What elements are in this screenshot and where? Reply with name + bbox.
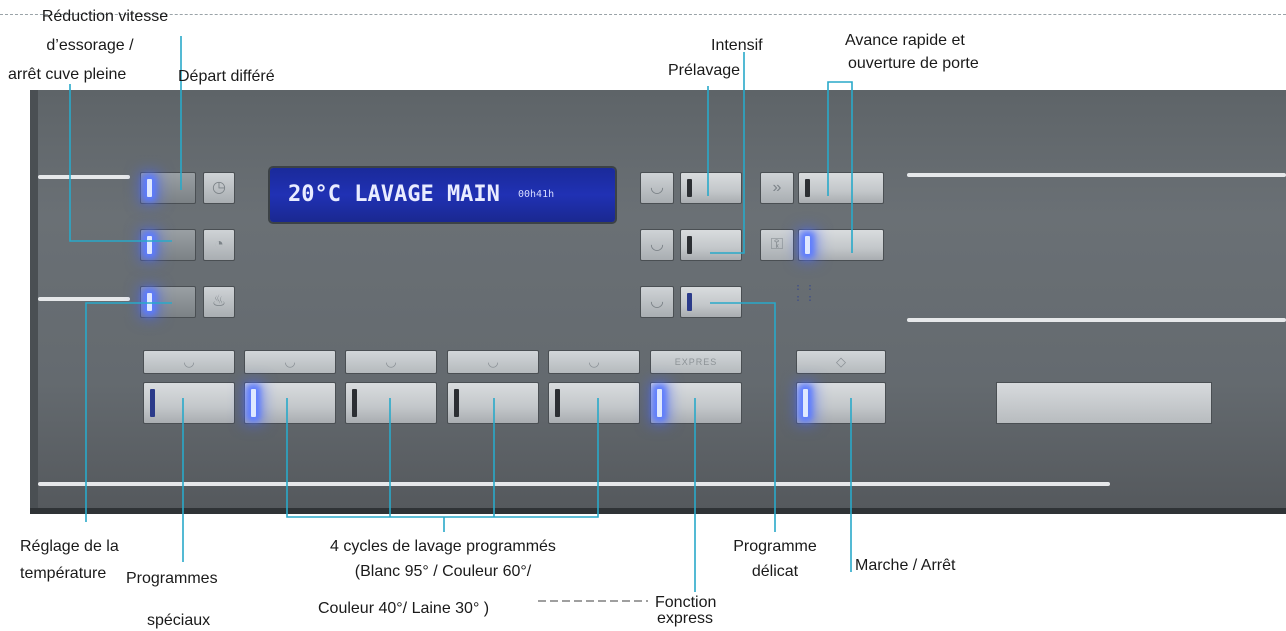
cycle-couleur-60-button[interactable] bbox=[345, 382, 437, 424]
rail-bottom bbox=[38, 482, 1110, 486]
label-cycles-line3: Couleur 40°/ Laine 30° ) bbox=[318, 600, 490, 617]
intensive-button[interactable] bbox=[680, 229, 742, 261]
top-dashed-border bbox=[0, 14, 1286, 15]
door-icon: ⚿ bbox=[760, 229, 794, 261]
label-marche: Marche / Arrêt bbox=[855, 557, 956, 574]
special-programs-icon: ◡ bbox=[143, 350, 235, 374]
rail-left-top bbox=[38, 175, 130, 179]
cycle-95-icon: ◡ bbox=[244, 350, 336, 374]
label-reduction-line2: d’essorage / bbox=[46, 37, 134, 54]
rail-right-top bbox=[907, 173, 1286, 177]
label-avance-line1: Avance rapide et bbox=[845, 32, 965, 49]
leader-reduction bbox=[69, 84, 172, 242]
prewash-icon: ◡ bbox=[640, 172, 674, 204]
special-programs-button[interactable] bbox=[143, 382, 235, 424]
delicate-icon: ◡ bbox=[640, 286, 674, 318]
label-temperature-line2: température bbox=[20, 565, 107, 582]
start-stop-icon: ◇ bbox=[796, 350, 886, 374]
label-express-line2: express bbox=[657, 610, 714, 627]
leader-delicat bbox=[710, 302, 776, 532]
cycle-60-icon: ◡ bbox=[345, 350, 437, 374]
start-stop-button[interactable] bbox=[796, 382, 886, 424]
label-cycles-line2: (Blanc 95° / Couleur 60°/ bbox=[354, 563, 532, 580]
fast-forward-button[interactable] bbox=[798, 172, 884, 204]
express-button[interactable] bbox=[650, 382, 742, 424]
leader-cycles-bracket bbox=[286, 398, 599, 518]
detergent-drawer-slot bbox=[996, 382, 1212, 424]
rail-left-middle bbox=[38, 297, 130, 301]
door-open-button[interactable] bbox=[798, 229, 884, 261]
label-reduction-line3: arrêt cuve pleine bbox=[8, 66, 127, 83]
leader-avance bbox=[827, 81, 853, 253]
indicator-dots: : :: : bbox=[795, 282, 814, 304]
panel-edge bbox=[30, 90, 38, 508]
leader-temperature bbox=[85, 302, 172, 522]
lcd-time-text: 00h41h bbox=[518, 189, 555, 200]
thermometer-icon: ♨ bbox=[203, 286, 235, 318]
clock-icon: ◷ bbox=[203, 172, 235, 204]
express-icon: EXPRES bbox=[650, 350, 742, 374]
cycle-blanc-95-button[interactable] bbox=[244, 382, 336, 424]
label-delicat-line2: délicat bbox=[751, 563, 799, 580]
cycle-couleur-40-button[interactable] bbox=[447, 382, 539, 424]
label-delicat-line1: Programme bbox=[733, 538, 817, 555]
label-reduction-line1: Réduction vitesse bbox=[41, 8, 169, 25]
lcd-display: 20°C LAVAGE MAIN 00h41h bbox=[270, 168, 615, 222]
cycle-40-icon: ◡ bbox=[447, 350, 539, 374]
panel-bottom-edge bbox=[30, 508, 1286, 514]
cycle-laine-30-button[interactable] bbox=[548, 382, 640, 424]
leader-intensif bbox=[710, 52, 745, 254]
rail-right-middle bbox=[907, 318, 1286, 322]
delayed-start-button[interactable] bbox=[140, 172, 196, 204]
label-depart: Départ différé bbox=[178, 68, 275, 85]
label-prelavage: Prélavage bbox=[668, 62, 741, 79]
fast-forward-icon: » bbox=[760, 172, 794, 204]
delicate-button[interactable] bbox=[680, 286, 742, 318]
label-intensif: Intensif bbox=[711, 37, 763, 54]
label-programmes-line1: Programmes bbox=[126, 570, 218, 587]
label-temperature-line1: Réglage de la bbox=[20, 538, 119, 555]
label-express-line1: Fonction bbox=[655, 594, 717, 611]
lcd-program-text: 20°C LAVAGE MAIN bbox=[288, 182, 500, 207]
cycle-30-icon: ◡ bbox=[548, 350, 640, 374]
label-cycles-line1: 4 cycles de lavage programmés bbox=[330, 538, 556, 555]
intensive-icon: ◡ bbox=[640, 229, 674, 261]
half-load-icon: ◔ bbox=[203, 229, 235, 261]
label-avance-line2: ouverture de porte bbox=[848, 55, 979, 72]
temperature-button[interactable] bbox=[140, 286, 196, 318]
spin-reduction-button[interactable] bbox=[140, 229, 196, 261]
prewash-button[interactable] bbox=[680, 172, 742, 204]
label-programmes-line2: spéciaux bbox=[147, 612, 211, 629]
